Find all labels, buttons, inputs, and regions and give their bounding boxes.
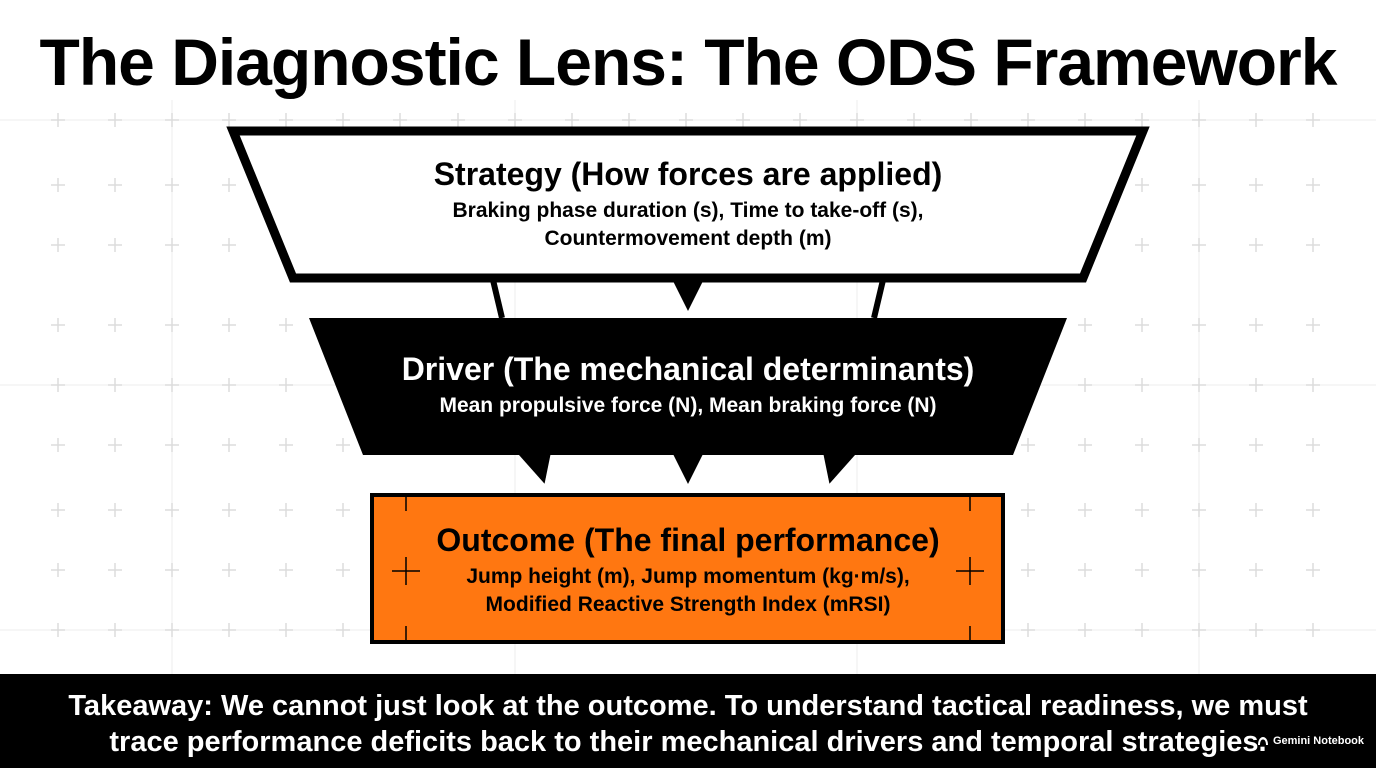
outcome-text: Outcome (The final performance) Jump hei…: [390, 521, 986, 619]
notebook-logo-icon: [1257, 737, 1268, 745]
outcome-details: Jump height (m), Jump momentum (kg·m/s),…: [390, 563, 986, 619]
outcome-detail-line-1: Jump height (m), Jump momentum (kg·m/s),: [466, 565, 910, 588]
driver-box: [309, 318, 1067, 455]
driver-detail-line-1: Mean propulsive force (N), Mean braking …: [439, 394, 937, 417]
connector-arrow-left: [517, 444, 553, 484]
driver-text: Driver (The mechanical determinants) Mea…: [330, 350, 1046, 420]
strategy-box: [226, 126, 1150, 283]
watermark: Gemini Notebook: [1257, 723, 1364, 759]
watermark-text: Gemini Notebook: [1272, 735, 1364, 747]
driver-heading: Driver (The mechanical determinants): [401, 351, 975, 387]
takeaway-line-1: Takeaway: We cannot just look at the out…: [68, 690, 1308, 722]
connector-arrow-right: [821, 444, 857, 484]
strategy-heading: Strategy (How forces are applied): [433, 156, 943, 192]
strategy-detail-line-1: Braking phase duration (s), Time to take…: [452, 199, 924, 222]
strategy-details: Braking phase duration (s), Time to take…: [290, 197, 1086, 253]
takeaway-line-2: trace performance deficits back to their…: [109, 726, 1267, 758]
page-title: The Diagnostic Lens: The ODS Framework: [39, 25, 1338, 99]
driver-details: Mean propulsive force (N), Mean braking …: [330, 392, 1046, 420]
strategy-text: Strategy (How forces are applied) Brakin…: [290, 155, 1086, 253]
outcome-detail-line-2: Modified Reactive Strength Index (mRSI): [485, 593, 891, 616]
connector-line-left: [490, 279, 505, 319]
takeaway-banner: Takeaway: We cannot just look at the out…: [0, 674, 1376, 768]
outcome-box: [370, 493, 1005, 644]
connector-line-right: [871, 279, 886, 319]
strategy-detail-line-2: Countermovement depth (m): [544, 227, 832, 250]
outcome-box-crosshair-marks: [392, 497, 984, 640]
ods-diagram: [226, 126, 1150, 644]
outcome-heading: Outcome (The final performance): [436, 522, 940, 558]
